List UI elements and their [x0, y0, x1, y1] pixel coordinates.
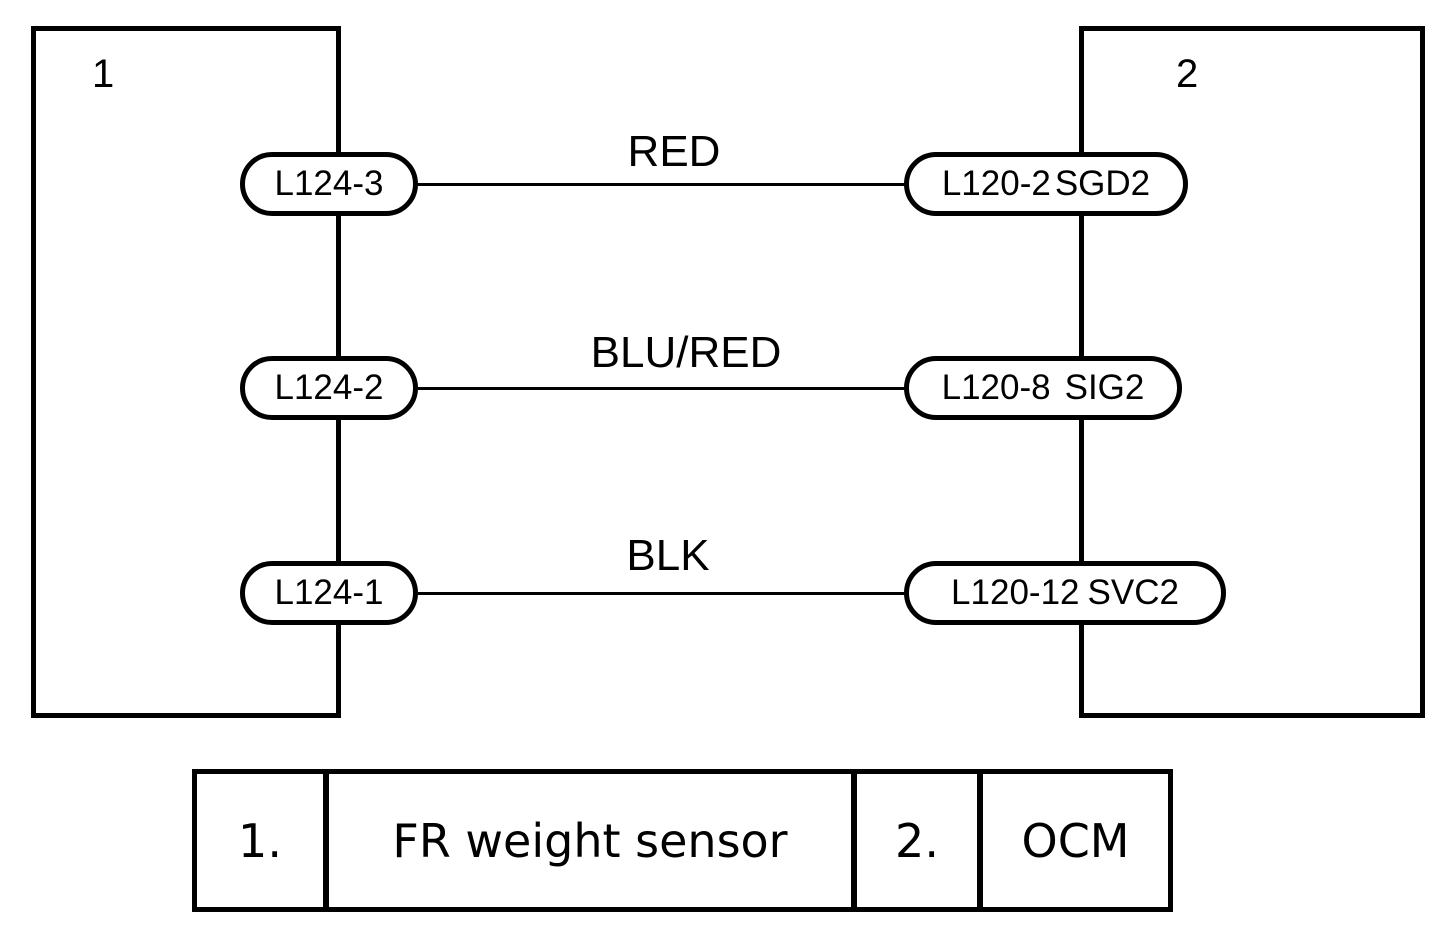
- pin-label: L124-2: [274, 368, 384, 407]
- wire-red: [418, 183, 910, 186]
- component-1-number: 1: [92, 52, 115, 96]
- wire-blu-red: [418, 387, 910, 390]
- pin-label: L120-8: [941, 368, 1051, 407]
- connector-pin-right: L120-2 SGD2: [904, 152, 1188, 216]
- connector-pin-left: L124-2: [240, 356, 418, 420]
- signal-label: SGD2: [1054, 164, 1151, 203]
- wire-color-label: BLU/RED: [590, 328, 782, 377]
- signal-label: SVC2: [1087, 573, 1179, 612]
- signal-label: SIG2: [1064, 368, 1145, 407]
- connector-pin-left: L124-3: [240, 152, 418, 216]
- pin-label: L120-12: [951, 573, 1080, 612]
- legend-name: OCM: [977, 774, 1168, 907]
- pin-label: L120-2: [941, 164, 1051, 203]
- wire-blk: [418, 592, 910, 595]
- connector-pin-right: L120-12 SVC2: [904, 561, 1226, 625]
- connector-pin-left: L124-1: [240, 561, 418, 625]
- legend-number: 1.: [238, 813, 282, 868]
- connector-pin-right: L120-8 SIG2: [904, 356, 1182, 420]
- legend-number: 2.: [851, 774, 977, 907]
- component-2-number: 2: [1176, 52, 1199, 96]
- pin-label: L124-1: [274, 573, 384, 612]
- legend-name: FR weight sensor: [323, 774, 851, 907]
- pin-label: L124-3: [274, 164, 384, 203]
- wire-color-label: BLK: [626, 531, 710, 580]
- component-legend: 1. FR weight sensor 2. OCM: [192, 769, 1173, 912]
- wire-color-label: RED: [627, 127, 721, 176]
